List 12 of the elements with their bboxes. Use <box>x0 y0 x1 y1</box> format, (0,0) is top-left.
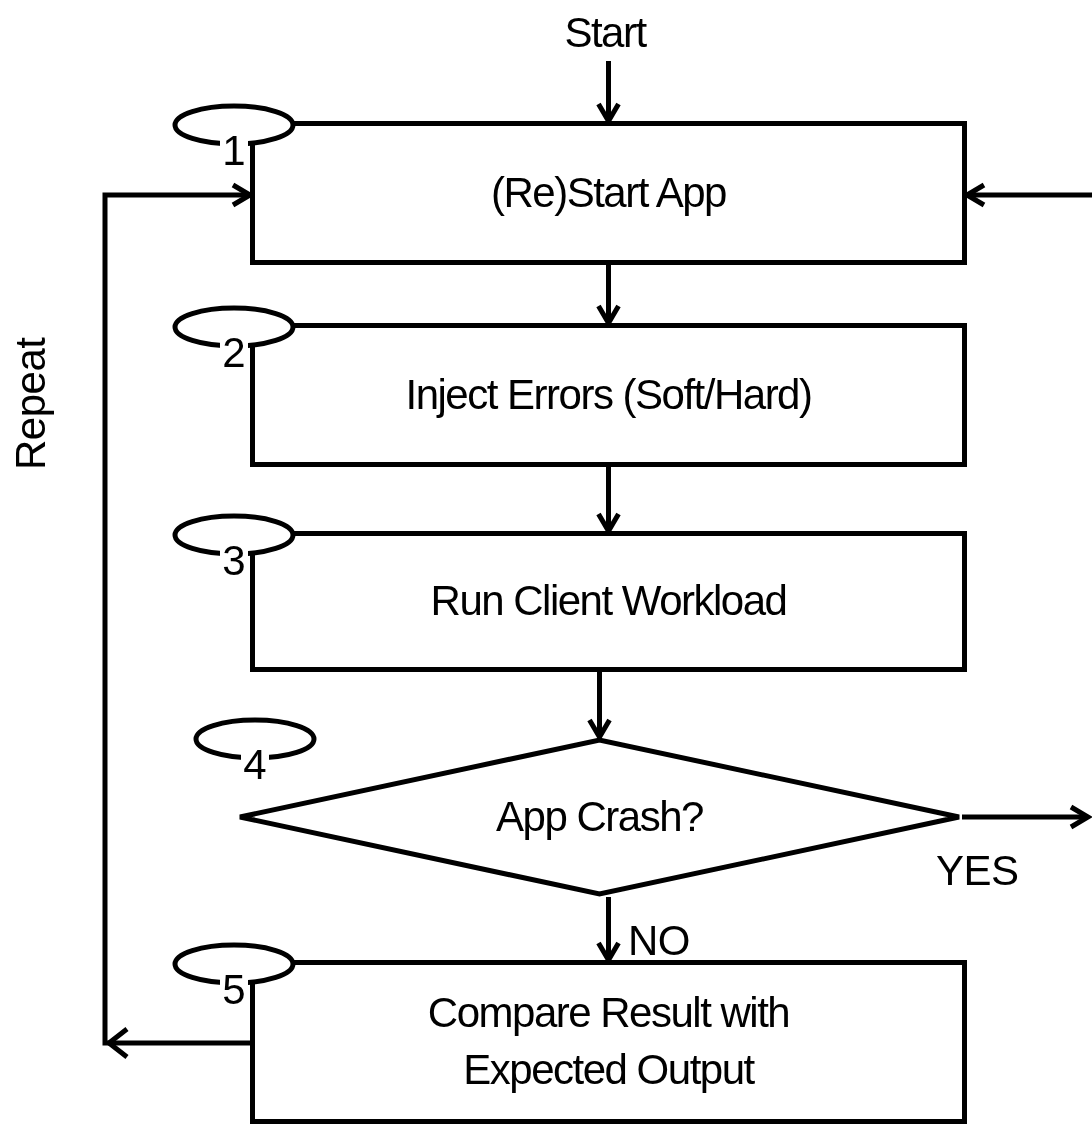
process-box <box>250 323 967 467</box>
step-label: Compare Result with Expected Output <box>426 988 791 1095</box>
step-label: (Re)Start App <box>491 167 726 218</box>
step-label: Run Client Workload <box>430 576 787 627</box>
process-box <box>250 121 967 265</box>
process-box <box>250 960 967 1124</box>
edge-label: NO <box>628 918 690 965</box>
start-label: Start <box>564 7 646 58</box>
decision-label: App Crash? <box>496 791 703 842</box>
process-box <box>250 531 967 672</box>
edge-label: Repeat <box>8 337 55 470</box>
step-label: Inject Errors (Soft/Hard) <box>405 369 812 420</box>
